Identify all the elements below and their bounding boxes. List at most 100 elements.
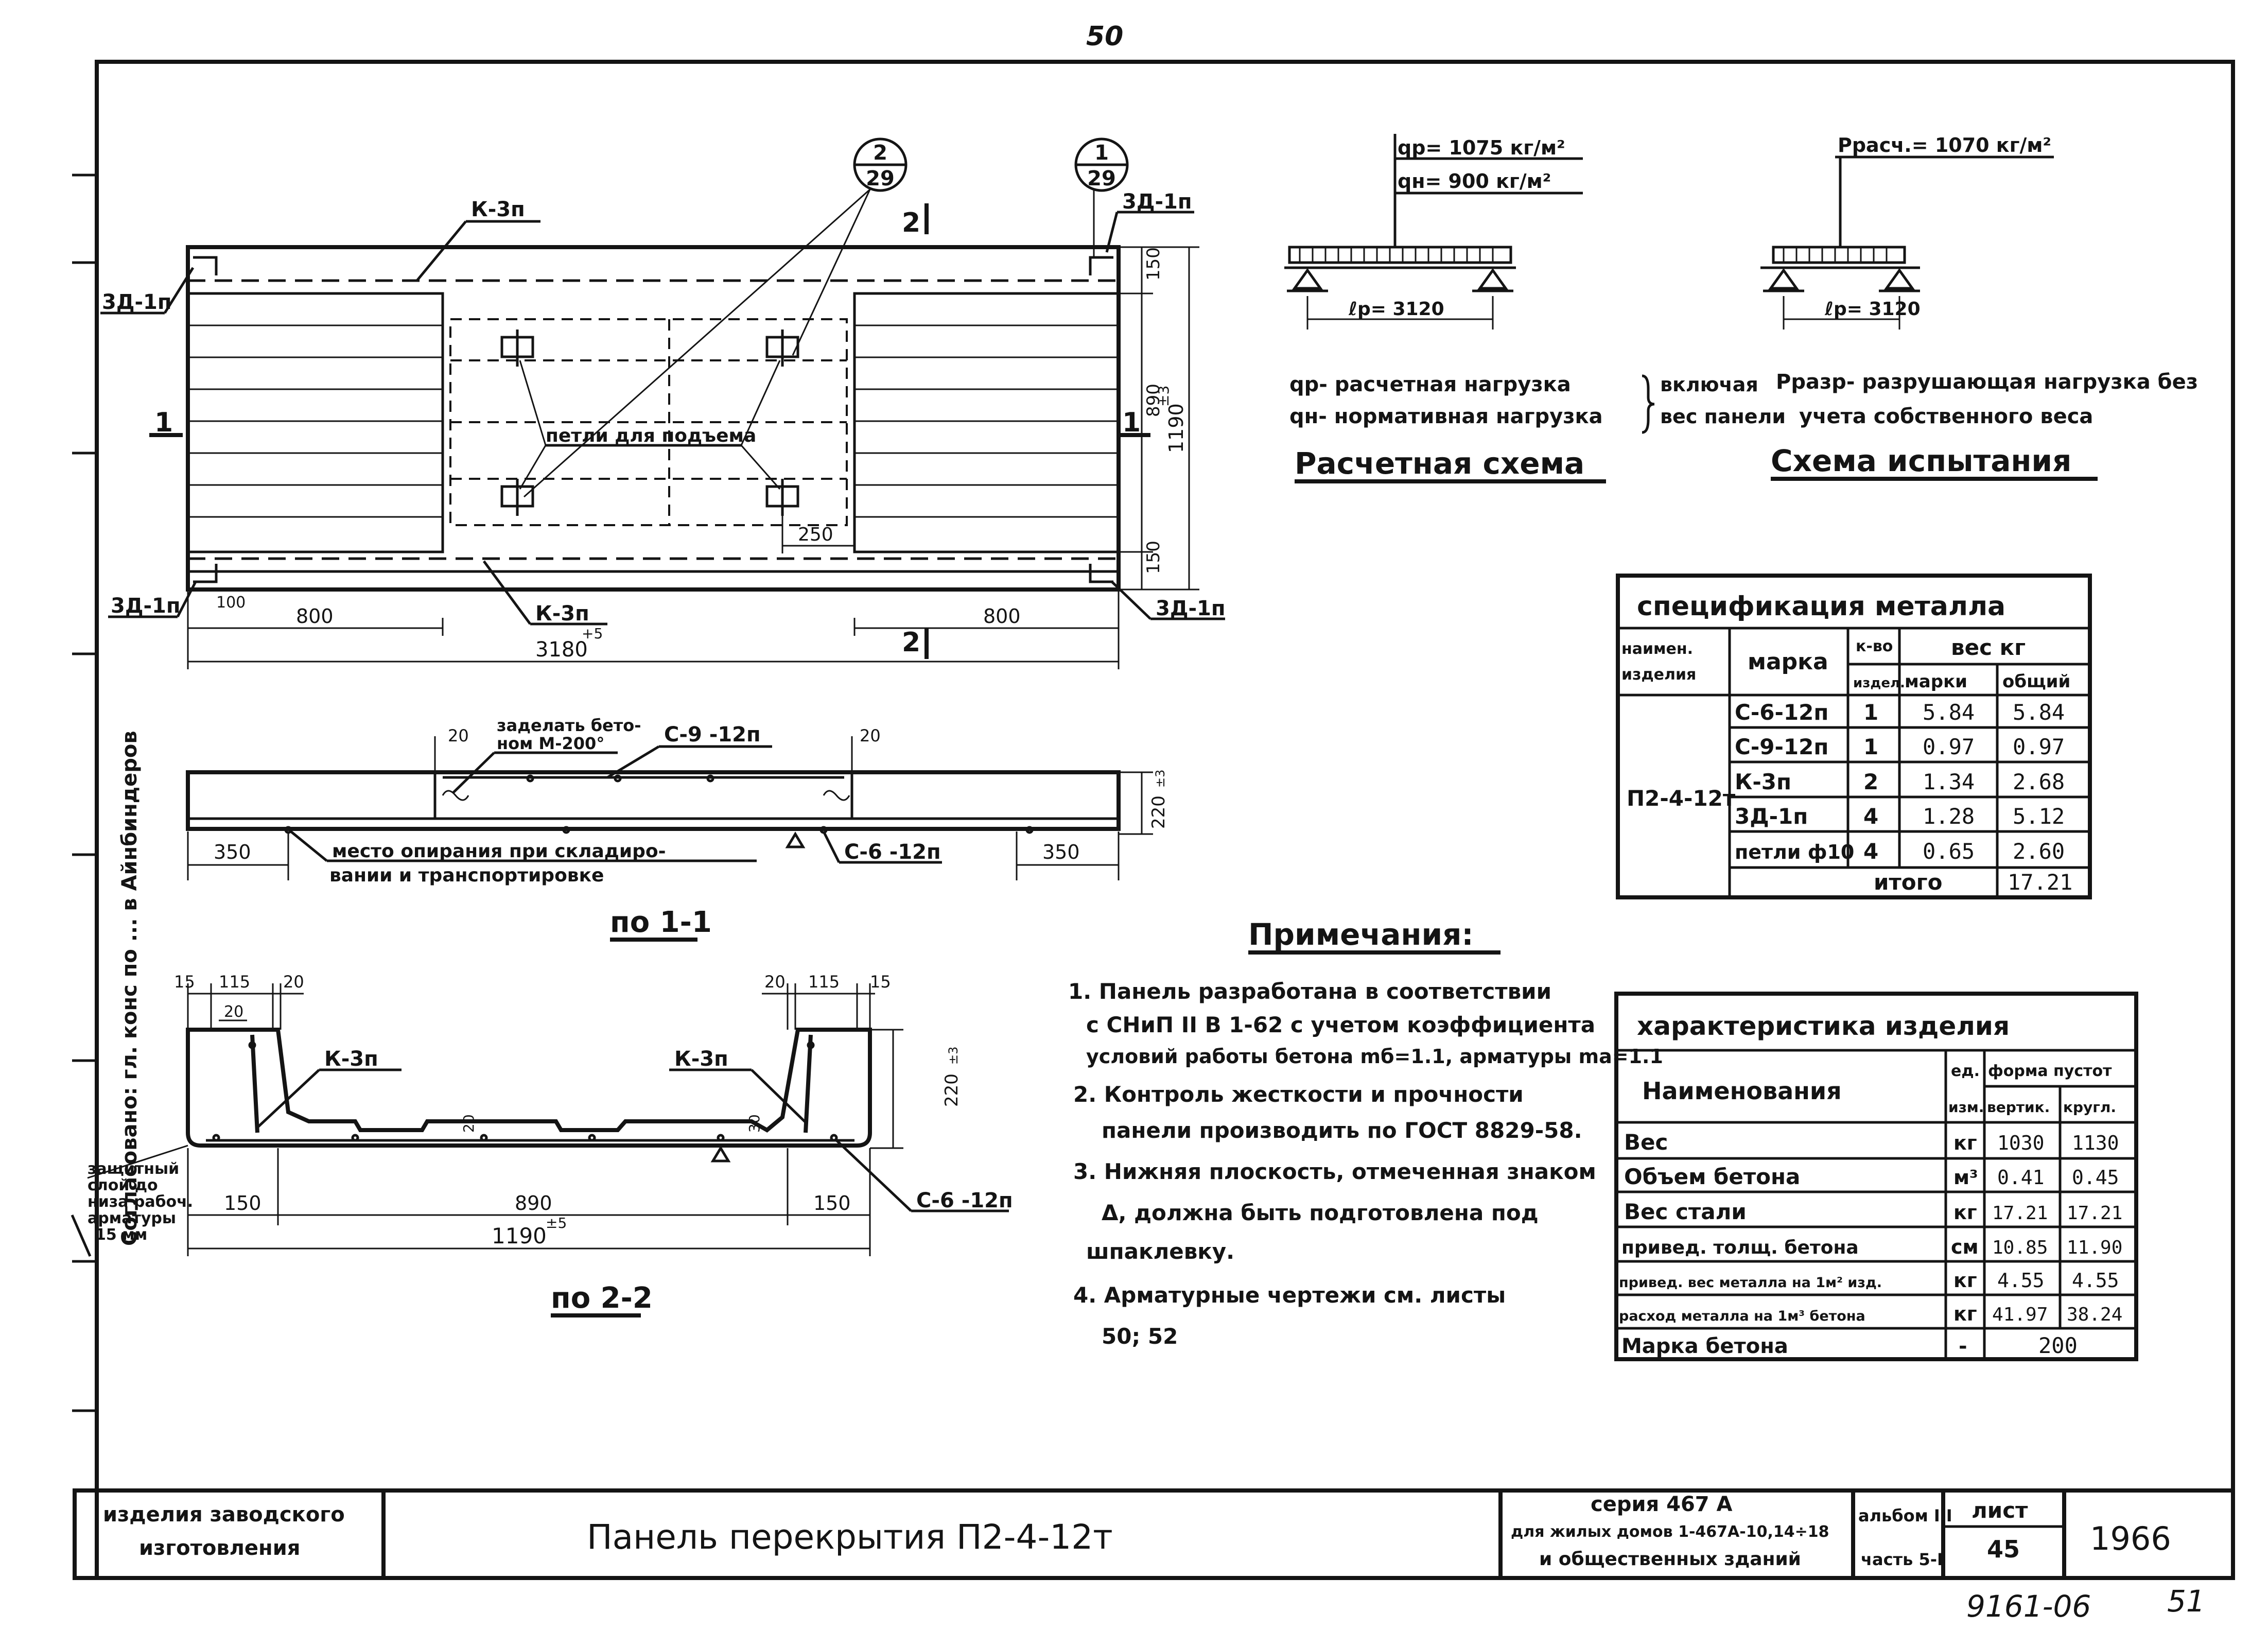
bottom-code: 9161-06 (1966, 1589, 2091, 1624)
svg-text:1130: 1130 (2072, 1132, 2119, 1154)
svg-text:2.68: 2.68 (2013, 769, 2065, 794)
svg-text:11.90: 11.90 (2067, 1237, 2122, 1258)
section-2-2: 15 115 20 20 115 15 20 20 30 К-3п К-3п С… (87, 972, 1013, 1317)
svg-text:17.21: 17.21 (1992, 1203, 2048, 1224)
svg-text:1: 1 (1863, 700, 1878, 725)
svg-text:ед.: ед. (1951, 1062, 1980, 1080)
lifting-loop (500, 330, 534, 367)
note-line: Δ, должна быть подготовлена под (1102, 1200, 1539, 1225)
label-k3p-left: К-3п (324, 1047, 378, 1071)
legend-p-line1: Рразр- разрушающая нагрузка без (1776, 370, 2198, 394)
svg-text:кг: кг (1953, 1269, 1977, 1292)
svg-text:2: 2 (873, 141, 887, 165)
legend-including: включая (1660, 373, 1758, 396)
metal-spec-table: спецификация металла наимен. изделия мар… (1616, 574, 2092, 899)
dim-20-mid: 20 (460, 1114, 477, 1133)
dim-350-left: 350 (214, 841, 251, 863)
svg-text:марки: марки (1905, 671, 1967, 692)
tb-series-1: серия 467 А (1591, 1493, 1733, 1516)
svg-text:5.12: 5.12 (2013, 804, 2065, 829)
svg-text:0.65: 0.65 (1923, 839, 1975, 864)
dim-150-left-section22: 150 (224, 1192, 261, 1215)
lifting-loop (500, 479, 534, 516)
svg-text:2: 2 (1863, 769, 1878, 794)
dim-350-right: 350 (1042, 841, 1080, 863)
svg-text:0.45: 0.45 (2072, 1166, 2119, 1189)
spec-row: 3Д-1п (1735, 804, 1808, 829)
note-line: 3. Нижняя плоскость, отмеченная знаком (1073, 1159, 1596, 1184)
label-c6: С-6 -12п (844, 840, 941, 864)
side-stamp: Согласовано: гл. конс по ... в Айнбиндер… (118, 731, 142, 1246)
dim-20-right-a: 20 (764, 972, 786, 992)
svg-text:4: 4 (1863, 804, 1878, 829)
svg-text:29: 29 (1087, 167, 1116, 190)
panel-outline (186, 245, 1121, 592)
legend-p-line2: учета собственного веса (1799, 405, 2093, 428)
dim-220-section22: 220 (941, 1073, 962, 1107)
label-k3p-bottom: К-3п (535, 602, 589, 626)
calc-scheme: qр= 1075 кг/м² qн= 900 кг/м² ℓр= 3120 Ра… (1284, 134, 1606, 483)
spec-row: петли ф10 (1735, 841, 1854, 863)
svg-text:0.97: 0.97 (2013, 734, 2065, 759)
dim-250: 250 (798, 524, 833, 545)
voids-left (186, 292, 444, 553)
characteristics-table: характеристика изделия Наименования ед. … (1614, 992, 2138, 1361)
spec-row: С-9-12п (1735, 734, 1828, 759)
label-zd-top-right: 3Д-1п (1122, 190, 1192, 214)
svg-text:1.34: 1.34 (1923, 769, 1975, 794)
note-line: 4. Арматурные чертежи см. листы (1073, 1282, 1506, 1308)
section-2-2-title: по 2-2 (551, 1281, 653, 1315)
svg-text:вертик.: вертик. (1987, 1099, 2050, 1116)
tb-title: Панель перекрытия П2-4-12т (587, 1517, 1113, 1557)
dim-20-right: 20 (860, 726, 881, 745)
char-row: расход металла на 1м³ бетона (1619, 1308, 1865, 1324)
dim-100: 100 (216, 594, 246, 612)
char-title: характеристика изделия (1637, 1011, 2010, 1041)
lifting-loop (765, 330, 799, 367)
svg-text:низа рабоч.: низа рабоч. (88, 1193, 193, 1211)
cover-note: защитный слой до низа рабоч. арматуры 15… (87, 1145, 193, 1244)
char-row: привед. толщ. бетона (1621, 1237, 1859, 1258)
dim-800-right: 800 (983, 605, 1021, 628)
note-line: 2. Контроль жесткости и прочности (1073, 1082, 1524, 1107)
dim-15-left: 15 (174, 972, 195, 992)
notes-title: Примечания: (1248, 917, 1474, 952)
svg-text:издел.: издел. (1853, 675, 1905, 691)
dim-3180-tolerance: +5 (582, 625, 603, 642)
tb-series-3: и общественных зданий (1539, 1549, 1801, 1570)
notes: Примечания: 1. Панель разработана в соот… (1068, 917, 1663, 1349)
svg-text:общий: общий (2002, 671, 2070, 692)
support-note-line1: место опирания при складиро- (332, 841, 666, 862)
dim-1190-tol-section22: ±5 (546, 1215, 567, 1232)
spec-itogo-value: 17.21 (2008, 870, 2072, 895)
tb-sheet-number: 45 (1987, 1535, 2020, 1563)
calc-qn: qн= 900 кг/м² (1398, 170, 1551, 193)
note-line: шпаклевку. (1086, 1239, 1234, 1264)
svg-text:арматуры: арматуры (88, 1209, 176, 1227)
dim-800-left: 800 (296, 605, 334, 628)
tb-year: 1966 (2090, 1520, 2171, 1557)
tb-left-2: изготовления (139, 1536, 300, 1560)
loop-label: петли для подъема (546, 425, 756, 446)
dim-20-left: 20 (448, 726, 469, 745)
svg-text:слой до: слой до (88, 1176, 158, 1194)
tb-series-2: для жилых домов 1-467А-10,14÷18 (1511, 1523, 1829, 1541)
char-concrete-label: Марка бетона (1621, 1334, 1788, 1358)
dim-220-tolerance: ±3 (1153, 770, 1167, 788)
note-line: 50; 52 (1102, 1324, 1178, 1349)
dim-1190-tolerance: ±3 (1155, 386, 1172, 407)
svg-text:17.21: 17.21 (2067, 1203, 2122, 1224)
legend-panel-weight: вес панели (1660, 405, 1786, 428)
svg-text:1030: 1030 (1997, 1132, 2045, 1154)
callout-detail-2-29: 2 29 (524, 137, 908, 498)
char-concrete-value: 200 (2038, 1333, 2078, 1358)
svg-text:1: 1 (1094, 141, 1109, 165)
svg-text:4: 4 (1863, 839, 1878, 864)
tb-album-2: часть 5-I (1861, 1550, 1943, 1569)
note-line: с СНиП II В 1-62 с учетом коэффициента (1086, 1012, 1595, 1037)
svg-text:4.55: 4.55 (2072, 1269, 2119, 1292)
dim-150-bottom: 150 (1143, 541, 1164, 574)
label-k3p-right: К-3п (674, 1047, 728, 1071)
svg-text:кг: кг (1953, 1132, 1977, 1154)
dim-20-left-a: 20 (283, 972, 304, 992)
